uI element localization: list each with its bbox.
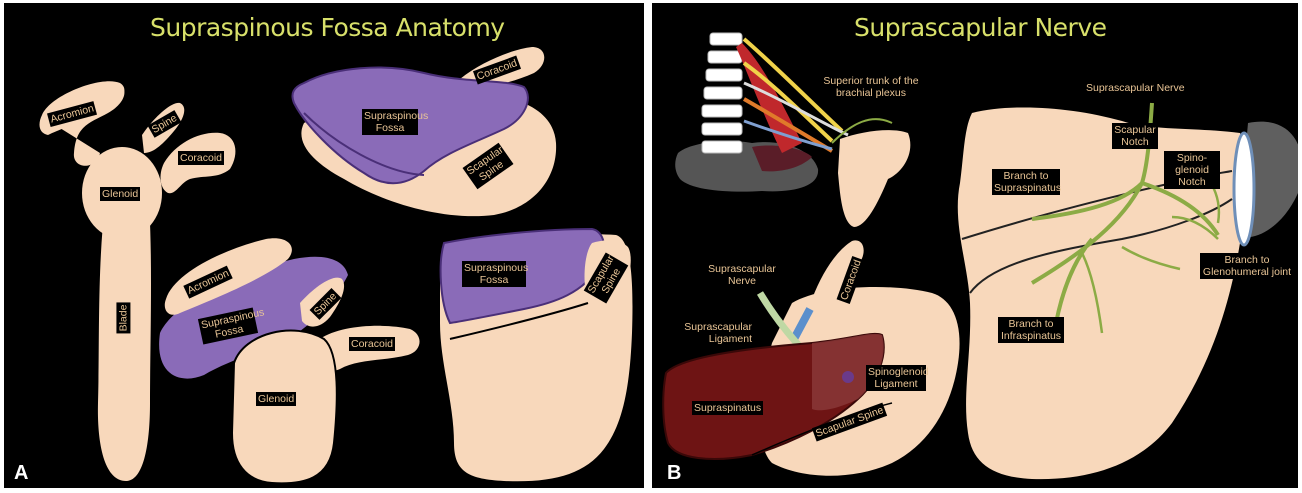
panel-b-letter: B: [667, 462, 681, 485]
panel-b-title: Suprascapular Nerve: [854, 13, 1107, 42]
panel-a-title: Supraspinous Fossa Anatomy: [150, 13, 505, 42]
branch-infraspinatus-label: Branch to Infraspinatus: [998, 317, 1064, 343]
blade-label: Blade: [116, 303, 130, 334]
spinoglenoid-dot: [842, 371, 854, 383]
panel-a-drawing: [4, 3, 644, 488]
superior-trunk-label: Superior trunk of the brachial plexus: [816, 75, 926, 99]
suprascapular-nerve-right-label: Suprascapular Nerve: [1086, 82, 1185, 94]
coracoid-mid-label: Coracoid: [349, 337, 395, 351]
supraspinatus-label: Supraspinatus: [692, 401, 763, 415]
panel-a: Supraspinous Fossa Anatomy A Acromion Sp…: [4, 3, 644, 488]
glenoid-label: Glenoid: [100, 187, 140, 201]
panel-a-letter: A: [14, 462, 28, 485]
glenoid-mid-label: Glenoid: [256, 392, 296, 406]
glenoid-ring: [1234, 133, 1254, 245]
scapular-notch-label: Scapular Notch: [1112, 123, 1158, 149]
suprascapular-ligament-label: Suprascapular Ligament: [670, 321, 752, 345]
small-scapula: [838, 130, 910, 227]
spinoglenoid-ligament-label: Spinoglenoid Ligament: [866, 365, 926, 391]
branch-supraspinatus-label: Branch to Supraspinatus: [992, 169, 1060, 195]
panel-b-drawing: [652, 3, 1298, 488]
supraspinous-fossa-right-label: Supraspinous Fossa: [462, 261, 526, 287]
mid-glenoid-shape: [232, 331, 337, 484]
branch-glenohumeral-label: Branch to Glenohumeral joint: [1200, 253, 1294, 279]
spino-glenoid-notch-label: Spino-glenoid Notch: [1164, 151, 1220, 189]
vertebrae: [702, 33, 742, 153]
panel-b: Suprascapular Nerve B Superior trunk of …: [652, 3, 1298, 488]
suprascapular-nerve-label: Suprascapular Nerve: [702, 263, 782, 287]
supraspinous-fossa-top-label: Supraspinous Fossa: [362, 109, 418, 135]
coracoid-label: Coracoid: [178, 151, 224, 165]
